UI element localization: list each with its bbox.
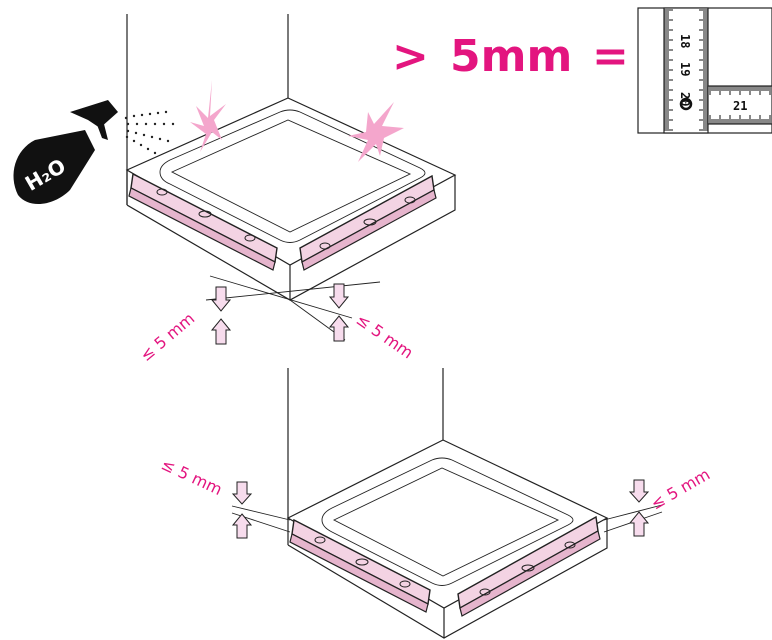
spray-mist-icon xyxy=(124,110,175,155)
tray-base xyxy=(126,175,456,301)
tray-inner-basin xyxy=(159,109,426,243)
measure-line-b xyxy=(209,275,353,319)
measure-line-right-a xyxy=(603,504,663,521)
up-arrow-icon xyxy=(328,315,350,342)
tolerance-label-bottom-left: ≤ 5 mm xyxy=(158,454,225,499)
horizontal-ruler-ticks xyxy=(709,86,771,124)
ruler-illustration: 18 19 20 21 xyxy=(637,7,772,134)
tolerance-label-top-left: ≤ 5 mm xyxy=(136,309,198,365)
up-arrow-icon xyxy=(231,513,253,539)
top-shower-tray xyxy=(125,14,457,341)
measure-line-a xyxy=(205,281,381,301)
tray-outer-rim xyxy=(125,97,457,266)
bottom-right-gap-arrows xyxy=(628,479,650,537)
tray-inner-floor xyxy=(170,119,412,233)
tray-outer-rim xyxy=(286,439,609,609)
ruler-number-18: 18 xyxy=(678,34,692,48)
vertical-ruler-ticks xyxy=(664,9,708,131)
equals-symbol: = xyxy=(592,31,629,82)
tray-inner-basin xyxy=(321,457,574,586)
sparkle-right-icon xyxy=(348,102,404,162)
spirit-level-right xyxy=(299,174,437,271)
threshold-value: 5mm xyxy=(450,31,572,82)
up-arrow-icon xyxy=(210,318,232,345)
bottle-trigger xyxy=(96,122,108,140)
tolerance-label-bottom-right: ≤ 5 mm xyxy=(648,465,714,514)
threshold-equation: > 5mm = xyxy=(392,31,629,82)
top-right-gap-arrows xyxy=(328,283,350,342)
bottle-trigger-head xyxy=(70,100,118,128)
greater-than-symbol: > xyxy=(392,31,429,82)
up-arrow-icon xyxy=(628,511,650,537)
tray-inner-floor xyxy=(332,467,560,577)
top-left-gap-arrows xyxy=(210,286,232,345)
measure-line-left-a xyxy=(231,505,291,521)
sparkle-left-icon xyxy=(190,80,226,152)
down-arrow-icon xyxy=(328,283,350,309)
spirit-level-bottom-right xyxy=(457,515,601,617)
ruler-number-21: 21 xyxy=(733,99,747,113)
spirit-level-bottom-left xyxy=(289,518,431,613)
spirit-level-left xyxy=(128,172,278,271)
tray-base xyxy=(287,518,608,639)
tolerance-label-top-right: ≤ 5 mm xyxy=(353,310,417,363)
ruler-hole-icon xyxy=(679,97,693,111)
bottom-shower-tray xyxy=(231,368,663,639)
bottom-left-gap-arrows xyxy=(231,481,253,539)
ruler-number-19: 19 xyxy=(678,62,692,76)
bottle-body xyxy=(13,130,95,205)
down-arrow-icon xyxy=(210,286,232,312)
down-arrow-icon xyxy=(231,481,253,505)
spray-bottle-icon: H₂O xyxy=(13,100,175,205)
down-arrow-icon xyxy=(628,479,650,503)
